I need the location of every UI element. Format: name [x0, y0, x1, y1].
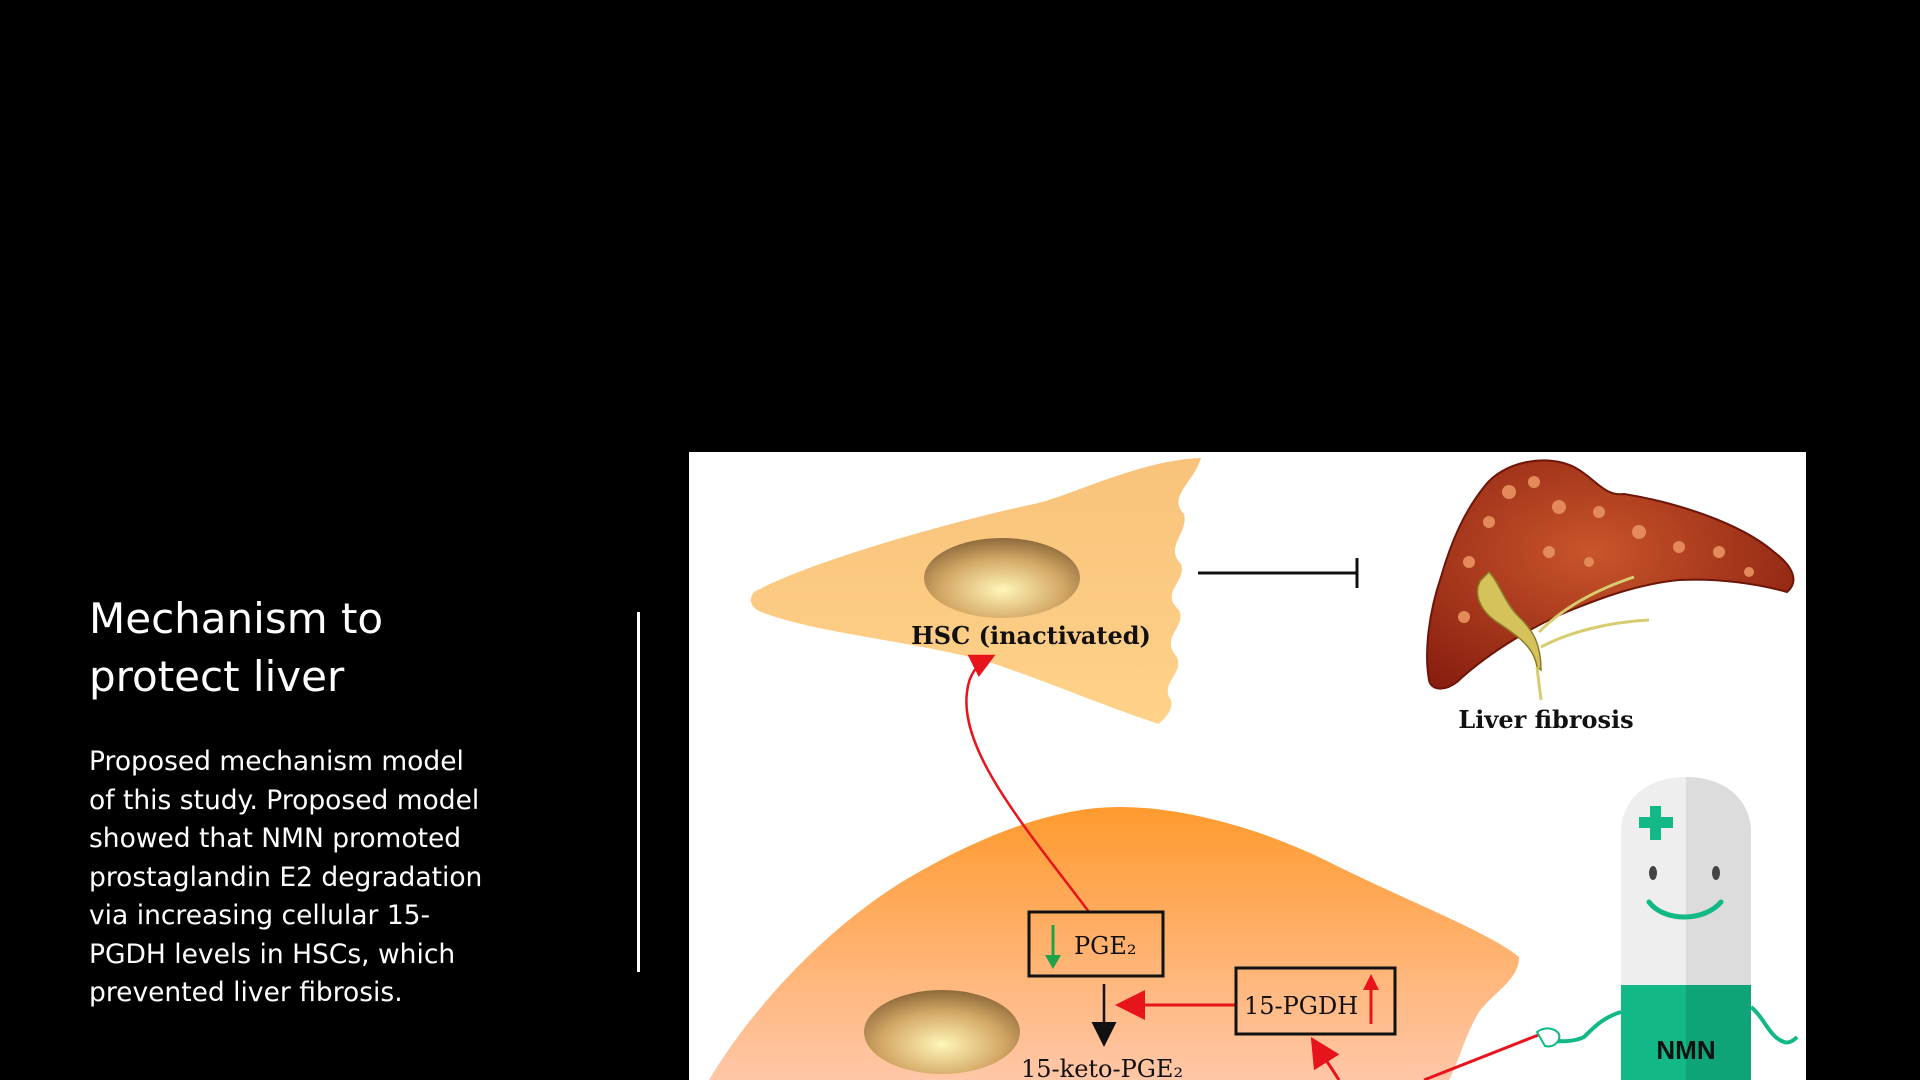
body-line-2: of this study. Proposed model: [89, 784, 480, 816]
body-line-3: showed that NMN promoted: [89, 823, 462, 854]
mechanism-figure: HSC (inactivated) Liver fibrosis: [689, 452, 1806, 1080]
body-line-7: prevented liver fibrosis.: [89, 977, 403, 1008]
pgdh-label: 15-PGDH: [1244, 992, 1358, 1020]
keto-label: 15-keto-PGE₂: [1021, 1055, 1183, 1080]
hsc-nucleus: [924, 538, 1080, 618]
body-line-4: prostaglandin E2 degradation: [89, 861, 483, 893]
body-line-5: via increasing cellular 15-: [89, 900, 431, 931]
slide-title: Mechanism to protect liver: [89, 590, 569, 706]
mechanism-diagram: HSC (inactivated) Liver fibrosis: [709, 458, 1799, 1080]
pge2-down-arrowhead: [1045, 955, 1061, 969]
body-line-1: Proposed mechanism model: [89, 746, 464, 777]
pgdh-box: [1234, 966, 1397, 1036]
pge2-to-hsc-arrow: [965, 654, 1090, 913]
pgdh-up-arrowhead: [1363, 974, 1379, 990]
body-line-6: PGDH levels in HSCs, which: [89, 938, 456, 970]
nmn-to-pgdh-arrow: [1310, 1036, 1341, 1080]
liver-label: Liver fibrosis: [1458, 705, 1633, 734]
slide-title-line-2: protect liver: [89, 652, 345, 701]
slide-title-line-1: Mechanism to: [89, 594, 384, 643]
hsc-activated-nucleus: [864, 990, 1020, 1074]
nmn-mascot: [1535, 777, 1799, 1080]
nmn-label: NMN: [1656, 1035, 1715, 1065]
liver-icon: [1426, 459, 1795, 701]
slide-body-text: Proposed mechanism model of this study. …: [89, 743, 499, 1013]
pge2-label: PGE₂: [1074, 932, 1136, 960]
pge2-box: [1027, 910, 1165, 978]
vertical-divider: [637, 612, 640, 972]
nmn-pointer-line: [1423, 1028, 1552, 1080]
hsc-label: HSC (inactivated): [911, 621, 1151, 650]
